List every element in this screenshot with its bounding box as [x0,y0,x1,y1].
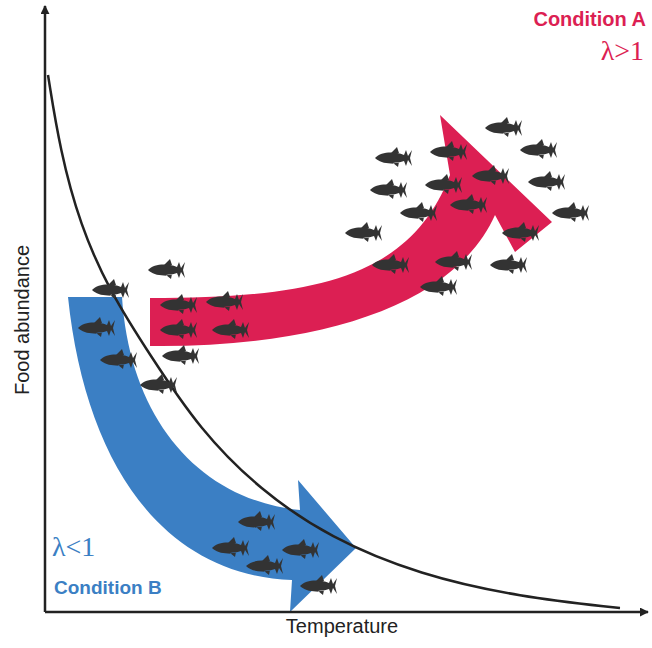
fish-icon [520,139,557,159]
axis-title: Food abundance [11,245,33,395]
y-axis [44,6,47,612]
x-axis [45,611,648,614]
fish-icon [528,171,565,191]
fish-icon [472,165,509,185]
fish-icon [435,251,472,271]
fish-icon [300,575,337,595]
increase-arrow [150,115,552,346]
fish-icon [92,279,129,299]
fish-icon [490,254,527,274]
fish-icon [212,537,249,557]
fish-icon [100,349,137,369]
fish-icon [485,117,522,137]
lambda-label: λ<1 [52,532,95,563]
fish-icon [502,222,539,242]
fish-icon [450,194,487,214]
decrease-arrow [68,297,356,612]
fish-icon [282,539,319,559]
fish-icon [238,511,275,531]
fish-icon [160,294,197,314]
fish-icon [140,374,177,394]
fish-icon [246,555,283,575]
fish-icon [552,202,589,222]
fish-icon [425,174,462,194]
condition-label: Condition A [533,8,646,30]
fish-icon [148,259,185,279]
fish-icon [400,202,437,222]
lambda-label: λ>1 [601,36,644,67]
fish-icon [372,254,409,274]
fish-icon [430,141,467,161]
fish-icon [160,319,197,339]
fish-icon [78,317,115,337]
fish-icon [420,276,457,296]
fish-icon [206,291,243,311]
fish-icon [345,222,382,242]
fish-icon [375,147,412,167]
axis-title: Temperature [286,615,398,637]
fish-icon [370,179,407,199]
fish-icon [162,345,199,365]
threshold-curve [48,75,620,608]
condition-label: Condition B [54,578,162,599]
fish-icon [212,319,249,339]
